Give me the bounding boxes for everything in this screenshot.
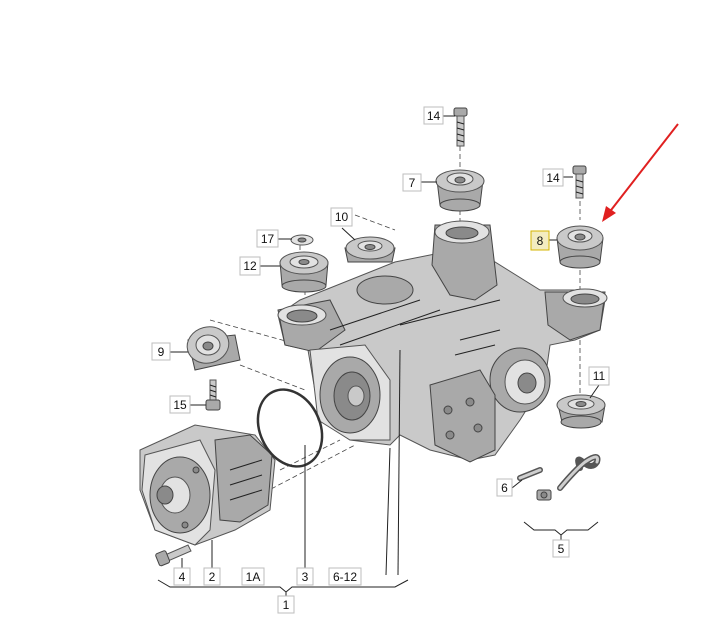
callout-15-text: 15: [173, 398, 187, 412]
breather-pipe: [517, 454, 601, 501]
callout-6-12-text: 6-12: [333, 570, 357, 584]
callout-14-right-text: 14: [546, 171, 560, 185]
cap-12: [279, 251, 329, 293]
callout-6-text: 6: [501, 481, 508, 495]
bushing-10: [344, 236, 396, 263]
bolt-14-top: [453, 107, 468, 147]
callout-6: 6: [496, 478, 513, 497]
callout-15: 15: [169, 395, 191, 414]
callout-7: 7: [402, 173, 422, 192]
callout-12-text: 12: [243, 259, 257, 273]
callout-9: 9: [151, 342, 171, 361]
callout-14-top: 14: [423, 106, 444, 125]
haldex-coupling-unit: [139, 424, 276, 546]
o-ring: [256, 388, 324, 468]
differential-housing: [277, 220, 608, 463]
bolt-14-right: [572, 165, 587, 199]
red-pointer-arrow: [602, 123, 679, 222]
callout-4-text: 4: [179, 570, 186, 584]
bushing-9: [186, 326, 241, 371]
bolt-15: [205, 379, 221, 411]
callout-14-right: 14: [542, 168, 564, 187]
callout-7-text: 7: [409, 176, 416, 190]
callout-4: 4: [173, 567, 191, 586]
callout-10: 10: [330, 207, 353, 227]
callout-8-text: 8: [537, 234, 544, 248]
callout-17-text: 17: [261, 232, 275, 246]
callout-17: 17: [256, 229, 279, 248]
bushing-7: [435, 169, 485, 212]
bolt-4: [155, 544, 192, 567]
callout-1A-text: 1A: [246, 570, 261, 584]
bushing-8: [556, 225, 604, 269]
callout-14-top-text: 14: [427, 109, 441, 123]
callout-1: 1: [277, 595, 295, 614]
leader-lines: [157, 115, 600, 596]
callout-9-text: 9: [158, 345, 165, 359]
callout-5: 5: [552, 539, 570, 558]
callout-3: 3: [296, 567, 314, 586]
callout-5-text: 5: [558, 542, 565, 556]
callout-2-text: 2: [209, 570, 216, 584]
callout-1-text: 1: [283, 598, 290, 612]
callout-12: 12: [239, 256, 261, 276]
callout-6-12: 6-12: [328, 567, 362, 586]
callout-8: 8: [530, 230, 550, 251]
callout-10-text: 10: [335, 210, 349, 224]
callout-3-text: 3: [302, 570, 309, 584]
bushing-11: [556, 394, 606, 429]
callout-1A: 1A: [241, 567, 265, 586]
callout-11-text: 11: [593, 369, 606, 383]
callout-11: 11: [588, 366, 610, 386]
callout-2: 2: [203, 567, 221, 586]
washer-17: [290, 234, 314, 246]
